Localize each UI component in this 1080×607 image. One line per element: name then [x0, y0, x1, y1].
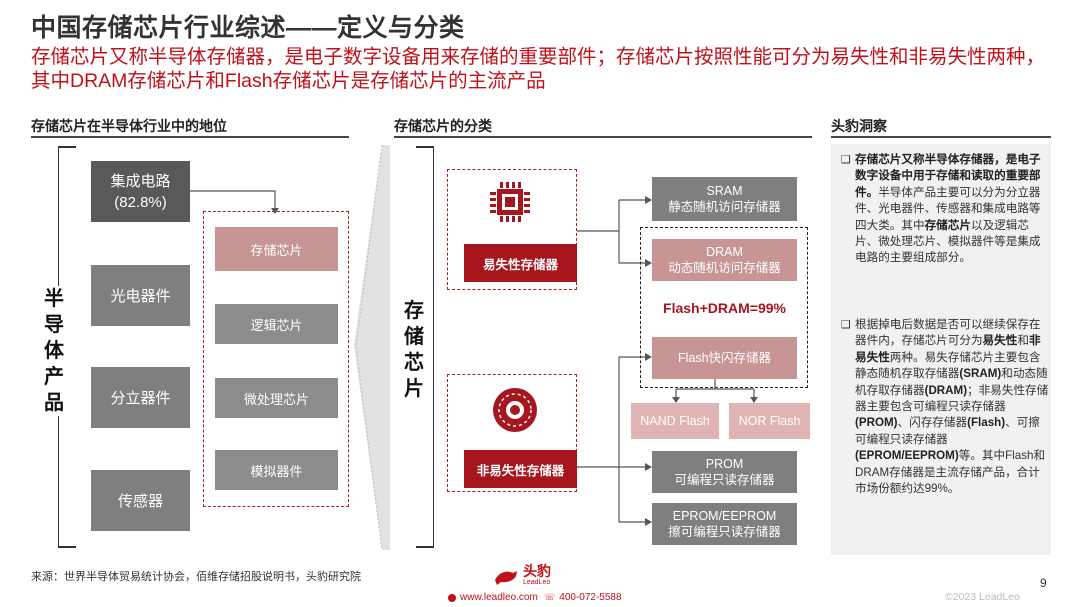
- category-sensor: 传感器: [91, 470, 190, 531]
- ic-item-logic-chip: 逻辑芯片: [215, 304, 338, 344]
- left-section-heading: 存储芯片在半导体行业中的地位: [31, 118, 227, 134]
- eprom-name: EPROM/EEPROM: [672, 509, 777, 523]
- sram-name: SRAM: [706, 184, 743, 198]
- middle-bracket-bottom: [416, 546, 434, 548]
- insight-divider: [831, 136, 1051, 138]
- prom-name: PROM: [705, 457, 744, 471]
- insight-2-bold-2: 非易失性: [855, 334, 1041, 364]
- page-title: 中国存储芯片行业综述——定义与分类: [31, 14, 465, 42]
- nand-flash-box: NAND Flash: [631, 403, 719, 439]
- prom-box: PROM 可编程只读存储器: [652, 451, 797, 493]
- phone-link[interactable]: ☏ 400-072-5588: [544, 592, 622, 603]
- globe-icon: [448, 593, 456, 602]
- flash-box: Flash快闪存储器: [652, 337, 797, 379]
- insight-2-bold-4: (DRAM): [924, 383, 968, 397]
- category-integrated-circuit: 集成电路 (82.8%): [91, 161, 190, 222]
- category-integrated-circuit-label: 集成电路: [110, 172, 171, 190]
- logo-cn: 头豹: [523, 563, 551, 579]
- middle-section-heading: 存储芯片的分类: [394, 118, 492, 134]
- insight-1-bold-2: 存储芯片: [924, 218, 971, 232]
- volatile-group: [447, 169, 577, 290]
- insight-2-text-1: 根据掉电后数据是否可以继续保存在器件内，存储芯片可分为: [855, 318, 1041, 348]
- nonvolatile-connectors: [577, 353, 652, 526]
- volatile-memory-box: 易失性存储器: [464, 244, 577, 282]
- nonvolatile-memory-box: 非易失性存储器: [464, 450, 577, 488]
- insight-2-bold-7: (EPROM/EEPROM): [855, 449, 959, 463]
- flash-split-connector: [672, 379, 758, 403]
- website-link[interactable]: www.leadleo.com: [448, 592, 538, 603]
- nonvolatile-group: [447, 374, 577, 492]
- bullet-icon: ❑: [841, 154, 851, 166]
- insight-2-text-5: ；非易失性存储器主要包含可编程只读存储器: [855, 383, 1049, 414]
- ic-connector: [190, 190, 279, 214]
- insight-1-text-2: 以及逻辑芯片、微处理芯片、模拟器件等是集成电路的主要组成部分。: [855, 218, 1041, 265]
- source-note: 来源：世界半导体贸易统计协会，佰维存储招股说明书，头豹研究院: [31, 571, 361, 583]
- insight-2-text-4: 和动态随机存取存储器: [855, 367, 1048, 397]
- category-integrated-circuit-share: (82.8%): [114, 193, 167, 211]
- eprom-box: EPROM/EEPROM 擦可编程只读存储器: [652, 503, 797, 545]
- sram-box: SRAM 静态随机访问存储器: [652, 177, 797, 221]
- prom-desc: 可编程只读存储器: [674, 473, 775, 487]
- website-text: www.leadleo.com: [460, 592, 538, 603]
- disk-icon: [493, 388, 537, 432]
- page-number: 9: [1040, 576, 1047, 590]
- left-bracket-bottom: [58, 546, 76, 548]
- left-bracket-top: [58, 146, 76, 148]
- insight-paragraph-2: ❑ 根据掉电后数据是否可以继续保存在器件内，存储芯片可分为易失性和非易失性两种。…: [841, 317, 1051, 497]
- bullet-icon: ❑: [841, 319, 851, 331]
- volatile-connectors: [577, 196, 652, 267]
- ic-item-analog: 模拟器件: [215, 450, 338, 490]
- insight-2-text-2: 和: [1017, 334, 1029, 348]
- page-subtitle: 存储芯片又称半导体存储器，是电子数字设备用来存储的重要部件；存储芯片按照性能可分…: [31, 46, 1046, 92]
- phone-icon: ☏: [544, 592, 556, 602]
- middle-bracket: [433, 146, 434, 547]
- market-share-label: Flash+DRAM=99%: [663, 300, 786, 316]
- dram-name: DRAM: [706, 245, 743, 259]
- logo-en: LeadLeo: [523, 579, 551, 586]
- dram-desc: 动态随机访问存储器: [668, 261, 781, 275]
- ic-item-memory-chip: 存储芯片: [215, 227, 338, 271]
- category-optoelectronic: 光电器件: [91, 265, 190, 326]
- insight-1-text: 半导体产品主要可以分为分立器件、光电器件、传感器和集成电路等四大类。其中: [855, 185, 1041, 232]
- memory-chip-vertical-label: 存储芯片: [404, 300, 424, 400]
- category-discrete: 分立器件: [91, 367, 190, 428]
- ic-item-microprocessor: 微处理芯片: [215, 378, 338, 418]
- insight-2-bold-5: (PROM): [855, 416, 898, 430]
- insight-panel: ❑ 存储芯片又称半导体存储器，是电子数字设备中用于存储和读取的重要部件。半导体产…: [831, 144, 1051, 555]
- left-section-divider: [31, 136, 349, 138]
- zigzag-separator: [354, 145, 390, 550]
- insight-2-text-6: 、闪存存储器: [897, 416, 968, 430]
- middle-bracket-top: [416, 146, 434, 148]
- insight-paragraph-1: ❑ 存储芯片又称半导体存储器，是电子数字设备中用于存储和读取的重要部件。半导体产…: [841, 152, 1051, 267]
- copyright: ©2023 LeadLeo: [945, 591, 1020, 603]
- chip-icon: [490, 182, 530, 222]
- middle-section-divider: [394, 136, 812, 138]
- insight-2-bold-3: (SRAM): [959, 367, 1002, 381]
- phone-text: 400-072-5588: [559, 592, 622, 603]
- eprom-desc: 擦可编程只读存储器: [668, 525, 781, 539]
- logo: 头豹 LeadLeo: [493, 563, 551, 589]
- sram-desc: 静态随机访问存储器: [668, 200, 781, 214]
- leopard-logo-icon: [495, 571, 517, 585]
- insight-1-bold: 存储芯片又称半导体存储器，是电子数字设备中用于存储和读取的重要部件。: [855, 153, 1041, 199]
- insight-2-bold-6: (Flash): [967, 416, 1006, 430]
- insight-2-text-3: 两种。易失存储芯片主要包含静态随机存取存储器: [855, 350, 1041, 381]
- insight-2-bold-1: 易失性: [982, 334, 1018, 348]
- insight-heading: 头豹洞察: [831, 118, 887, 134]
- dram-box: DRAM 动态随机访问存储器: [652, 239, 797, 281]
- mainstream-products-group: [640, 227, 808, 388]
- nor-flash-box: NOR Flash: [729, 403, 810, 439]
- semiconductor-products-label: 半导体产品: [42, 286, 66, 416]
- insight-2-text-7: 、可擦可编程只读存储器: [855, 416, 1040, 446]
- insight-2-text-8: 等。其中Flash和DRAM存储器是主流存储产品，合计市场份额约达99%。: [855, 449, 1046, 496]
